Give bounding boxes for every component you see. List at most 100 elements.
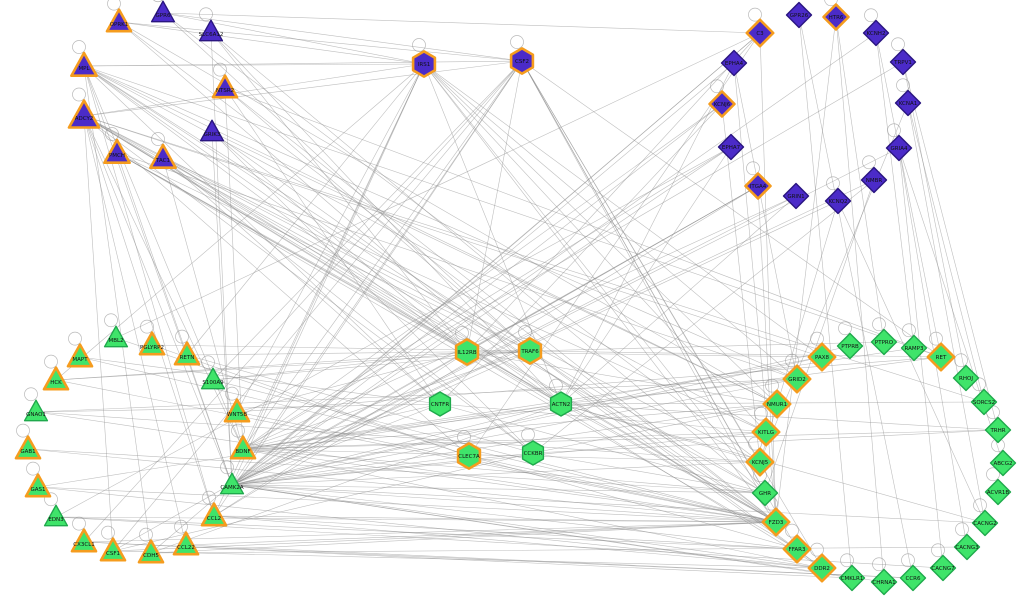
node-shape-triangle[interactable]	[103, 325, 129, 348]
node-ACTN2[interactable]: ACTN2	[549, 391, 573, 417]
node-shape-triangle[interactable]	[199, 119, 225, 142]
node-shape-diamond[interactable]	[782, 364, 812, 394]
node-shape-diamond[interactable]	[870, 568, 898, 596]
edge-MPL-RET	[83, 65, 942, 358]
edge-IRS1-NMUR1	[423, 63, 778, 405]
node-shape-triangle[interactable]	[14, 435, 42, 460]
node-shape-diamond[interactable]	[900, 334, 928, 362]
node-shape-diamond[interactable]	[885, 134, 913, 162]
node-shape-triangle[interactable]	[66, 343, 94, 368]
node-shape-triangle[interactable]	[149, 143, 177, 169]
node-shape-hexagon[interactable]	[454, 338, 480, 366]
node-shape-hexagon[interactable]	[509, 47, 535, 75]
node-shape-triangle[interactable]	[43, 504, 69, 527]
node-shape-diamond[interactable]	[720, 49, 748, 77]
node-shape-triangle[interactable]	[200, 367, 226, 390]
node-shape-hexagon[interactable]	[411, 50, 437, 78]
node-shape-diamond[interactable]	[970, 388, 998, 416]
node-shape-hexagon[interactable]	[517, 337, 543, 365]
node-shape-diamond[interactable]	[860, 166, 888, 194]
self-loop-BDNF	[231, 423, 245, 438]
node-shape-triangle[interactable]	[198, 19, 224, 42]
node-shape-triangle[interactable]	[105, 8, 133, 33]
node-CCKBR[interactable]: CCKBR	[521, 440, 545, 466]
node-shape-triangle[interactable]	[223, 398, 251, 423]
self-loop-CCKBR	[521, 427, 535, 442]
node-shape-diamond[interactable]	[984, 416, 1012, 444]
node-shape-diamond[interactable]	[894, 89, 922, 117]
node-shape-triangle[interactable]	[200, 502, 228, 527]
node-shape-triangle[interactable]	[70, 51, 98, 77]
edge-CSF1-DDR2	[112, 550, 823, 569]
node-shape-triangle[interactable]	[219, 472, 245, 495]
node-shape-diamond[interactable]	[899, 564, 927, 592]
node-shape-hexagon[interactable]	[456, 442, 482, 470]
node-shape-hexagon[interactable]	[428, 391, 452, 417]
node-shape-diamond[interactable]	[762, 389, 792, 419]
node-shape-triangle[interactable]	[67, 99, 101, 129]
node-shape-triangle[interactable]	[70, 528, 98, 553]
node-shape-diamond[interactable]	[989, 449, 1017, 477]
node-shape-diamond[interactable]	[745, 447, 775, 477]
node-shape-diamond[interactable]	[822, 3, 850, 31]
node-shape-triangle[interactable]	[229, 435, 257, 460]
node-shape-triangle[interactable]	[173, 341, 201, 366]
edge-MBL2-CLEC7A	[115, 337, 470, 457]
self-loop-CX3CL1	[72, 516, 86, 531]
edge-GNAO1-KCNJ5	[35, 411, 761, 463]
node-shape-triangle[interactable]	[103, 138, 131, 164]
edge-TRPV1-BDNF	[242, 61, 904, 450]
node-CLEC7A[interactable]: CLEC7A	[456, 442, 482, 470]
node-shape-diamond[interactable]	[952, 364, 980, 392]
node-shape-diamond[interactable]	[782, 534, 812, 564]
node-shape-triangle[interactable]	[99, 537, 127, 562]
node-shape-triangle[interactable]	[211, 74, 239, 99]
node-shape-triangle[interactable]	[137, 539, 165, 564]
node-shape-diamond[interactable]	[751, 479, 779, 507]
self-loop-PTPRO	[872, 317, 886, 332]
edge-TAC1-CNTFR	[162, 157, 441, 405]
node-shape-diamond[interactable]	[870, 328, 898, 356]
edge-BDNF-TRHR	[242, 429, 999, 450]
node-shape-diamond[interactable]	[745, 18, 775, 48]
node-shape-diamond[interactable]	[889, 48, 917, 76]
node-IRS1[interactable]: IRS1	[411, 50, 437, 78]
node-shape-triangle[interactable]	[23, 399, 49, 422]
node-shape-hexagon[interactable]	[521, 440, 545, 466]
node-shape-diamond[interactable]	[971, 509, 999, 537]
node-CNTFR[interactable]: CNTFR	[428, 391, 452, 417]
node-shape-diamond[interactable]	[836, 332, 864, 360]
node-shape-diamond[interactable]	[785, 1, 813, 29]
edge-EPHA7-EDN3	[55, 146, 732, 518]
node-shape-triangle[interactable]	[150, 0, 176, 23]
node-shape-diamond[interactable]	[926, 342, 956, 372]
node-shape-triangle[interactable]	[24, 473, 52, 498]
node-shape-diamond[interactable]	[751, 417, 781, 447]
node-shape-triangle[interactable]	[172, 531, 200, 556]
node-IL12RB[interactable]: IL12RB	[454, 338, 480, 366]
node-shape-diamond[interactable]	[744, 172, 772, 200]
node-shape-diamond[interactable]	[807, 342, 837, 372]
node-shape-triangle[interactable]	[138, 331, 166, 356]
node-shape-diamond[interactable]	[807, 553, 837, 583]
node-shape-diamond[interactable]	[929, 554, 957, 582]
node-CSF2[interactable]: CSF2	[509, 47, 535, 75]
node-shape-diamond[interactable]	[824, 187, 852, 215]
node-shape-triangle[interactable]	[42, 366, 70, 391]
node-shape-diamond[interactable]	[953, 533, 981, 561]
edge-MAPT-FZD3	[79, 356, 777, 523]
node-shape-diamond[interactable]	[984, 478, 1012, 506]
node-shape-diamond[interactable]	[862, 19, 890, 47]
node-shape-diamond[interactable]	[838, 564, 866, 592]
node-shape-diamond[interactable]	[717, 133, 745, 161]
node-shape-hexagon[interactable]	[549, 391, 573, 417]
edge-PTPRB-CAMK2A	[231, 345, 851, 486]
node-TRAF6[interactable]: TRAF6	[517, 337, 543, 365]
self-loop-PTPRB	[838, 321, 852, 336]
edge-GRIK3-DDR2	[211, 131, 823, 569]
node-shape-diamond[interactable]	[782, 182, 810, 210]
node-shape-diamond[interactable]	[708, 90, 736, 118]
edge-PMCH-CAMK2A	[116, 152, 233, 486]
node-shape-diamond[interactable]	[761, 507, 791, 537]
